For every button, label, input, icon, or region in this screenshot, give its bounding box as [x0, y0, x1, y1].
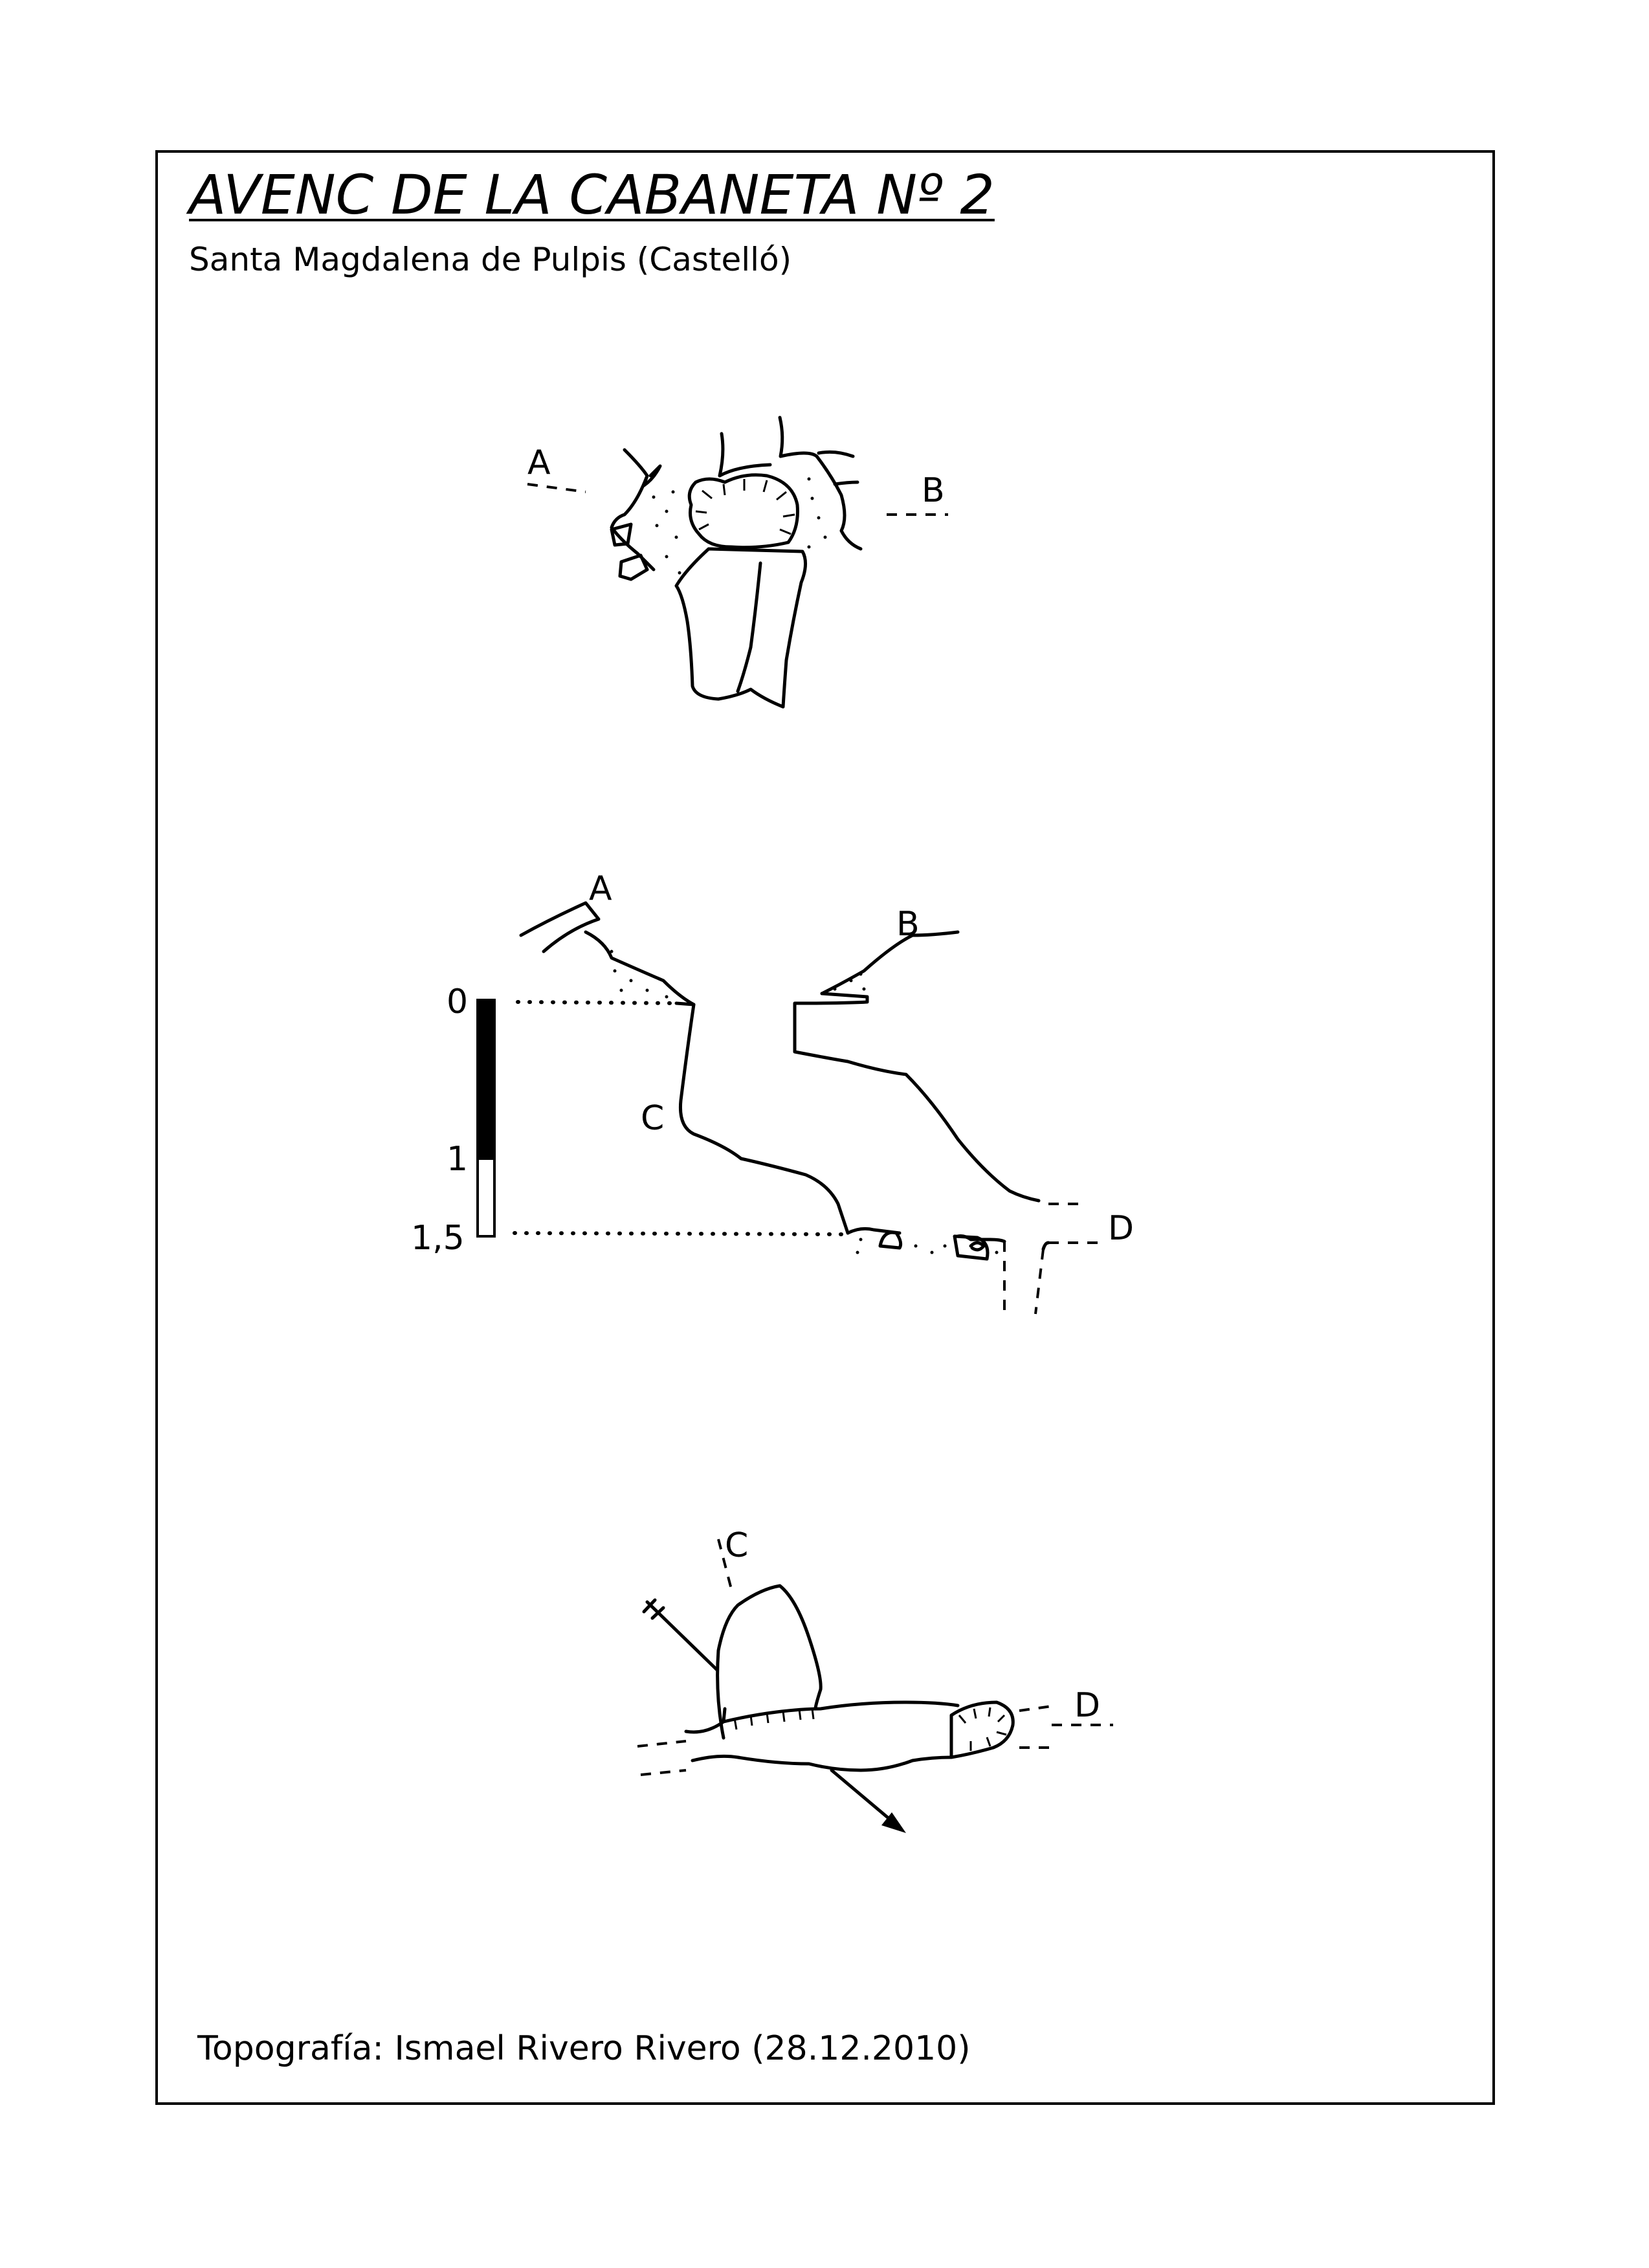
descent-arrow-icon [830, 1768, 906, 1833]
plan-view: A B [527, 416, 948, 709]
section-floor [846, 1227, 1050, 1251]
section-label-d: D [1108, 1209, 1134, 1248]
section-label-a: A [589, 869, 612, 908]
drawing-frame [155, 150, 1495, 2105]
plan-rock-ridge-4 [833, 480, 859, 486]
scale-label-1: 1 [447, 1140, 468, 1179]
plan-shaft-hatching [695, 479, 795, 535]
lower-passage-left-dash-upper [637, 1740, 687, 1748]
lower-plan-view: C D [637, 1526, 1113, 1833]
section-view: A B C D [513, 869, 1134, 1315]
section-right-wall [793, 992, 1041, 1203]
plan-boulder-1 [610, 522, 633, 547]
lower-passage-lower-wall [691, 1754, 953, 1772]
lower-label-c: C [725, 1526, 748, 1565]
section-label-b: B [896, 905, 920, 944]
section-floor-boulder-1 [878, 1230, 903, 1250]
lower-ledge-hatching [733, 1708, 815, 1730]
lower-chamber-outline [716, 1584, 823, 1740]
section-floor-boulder-3 [969, 1241, 986, 1252]
plan-sediment-stipple [652, 477, 827, 575]
plan-lower-block [674, 547, 807, 709]
plan-shaft-opening [687, 473, 799, 550]
scale-label-0: 0 [447, 983, 468, 1021]
lower-passage-left-dash-lower [640, 1769, 687, 1776]
section-floor-boulder-2 [953, 1234, 990, 1261]
plan-boulder-2 [618, 553, 649, 581]
section-passage-drop-right [1034, 1249, 1045, 1315]
lower-label-d: D [1074, 1686, 1100, 1725]
section-surface-right [820, 930, 960, 995]
lower-sump [949, 1700, 1015, 1759]
scale-bar-open-segment [476, 1157, 496, 1238]
lower-sump-hatching [958, 1707, 1007, 1751]
lower-section-line-c [717, 1539, 733, 1590]
plan-label-a: A [527, 443, 551, 482]
depth-scale-bar: 0 1 1,5 [411, 983, 496, 1258]
lower-passage-right-dash-upper [1019, 1705, 1052, 1712]
scale-bar-solid-segment [476, 999, 496, 1160]
section-depth-line-1-5 [513, 1231, 847, 1236]
plan-rock-outline-left [610, 448, 662, 572]
topography-credit: Topografía: Ismael Rivero Rivero (28.12.… [197, 2029, 971, 2068]
plan-crack [736, 561, 762, 693]
plan-rock-ridge-1 [718, 432, 772, 478]
plan-section-line-a [527, 483, 586, 493]
scale-label-1-5: 1,5 [411, 1219, 465, 1258]
north-arrow-icon [642, 1598, 719, 1672]
section-surface-left [519, 901, 601, 953]
cave-title: AVENC DE LA CABANETA Nº 2 [189, 163, 995, 227]
lower-passage-upper-wall [684, 1700, 960, 1734]
plan-rock-ridge-3 [815, 450, 863, 551]
section-label-c: C [641, 1099, 664, 1138]
cave-location: Santa Magdalena de Pulpis (Castelló) [189, 241, 792, 278]
section-surface-lip [584, 930, 696, 1006]
section-depth-line-0 [516, 1000, 678, 1005]
section-left-wall [674, 1001, 850, 1235]
plan-rock-ridge-2 [778, 416, 819, 458]
plan-label-b: B [922, 471, 945, 510]
section-sediment-stipple [610, 950, 999, 1254]
